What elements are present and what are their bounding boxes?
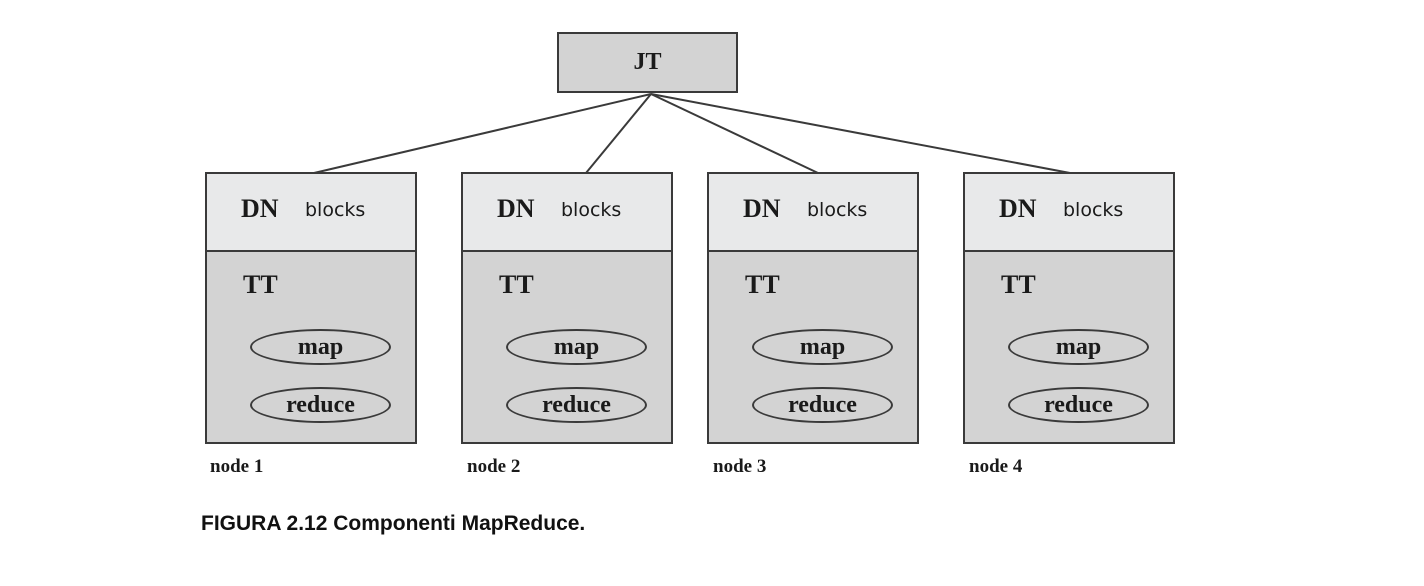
link-jt-node-4 (650, 93, 1071, 174)
tasktracker-label: TT (1001, 270, 1036, 299)
link-jt-node-3 (650, 93, 819, 174)
blocks-label: blocks (1063, 199, 1124, 221)
map-task: map (752, 329, 893, 365)
node-box-3: DN blocks TT map reduce (707, 172, 919, 444)
node-box-4: DN blocks TT map reduce (963, 172, 1175, 444)
blocks-label: blocks (807, 199, 868, 221)
figure-caption: FIGURA 2.12 Componenti MapReduce. (201, 512, 586, 535)
jobtracker-box: JT (557, 32, 738, 93)
jobtracker-label: JT (633, 49, 662, 75)
datanode-label: DN (999, 194, 1037, 223)
tasktracker-label: TT (745, 270, 780, 299)
reduce-task: reduce (506, 387, 647, 423)
datanode-label: DN (241, 194, 279, 223)
node-caption-2: node 2 (467, 456, 521, 477)
node-box-2: DN blocks TT map reduce (461, 172, 673, 444)
node-caption-4: node 4 (969, 456, 1023, 477)
map-task: map (506, 329, 647, 365)
blocks-label: blocks (305, 199, 366, 221)
datanode-section: DN blocks (463, 174, 671, 252)
node-box-1: DN blocks TT map reduce (205, 172, 417, 444)
reduce-task: reduce (752, 387, 893, 423)
datanode-section: DN blocks (965, 174, 1173, 252)
datanode-label: DN (497, 194, 535, 223)
map-task: map (250, 329, 391, 365)
reduce-task: reduce (1008, 387, 1149, 423)
map-task: map (1008, 329, 1149, 365)
link-jt-node-1 (313, 93, 652, 174)
tasktracker-label: TT (243, 270, 278, 299)
datanode-section: DN blocks (207, 174, 415, 252)
node-caption-3: node 3 (713, 456, 767, 477)
tasktracker-label: TT (499, 270, 534, 299)
link-jt-node-2 (585, 93, 652, 174)
node-caption-1: node 1 (210, 456, 264, 477)
blocks-label: blocks (561, 199, 622, 221)
datanode-section: DN blocks (709, 174, 917, 252)
reduce-task: reduce (250, 387, 391, 423)
datanode-label: DN (743, 194, 781, 223)
